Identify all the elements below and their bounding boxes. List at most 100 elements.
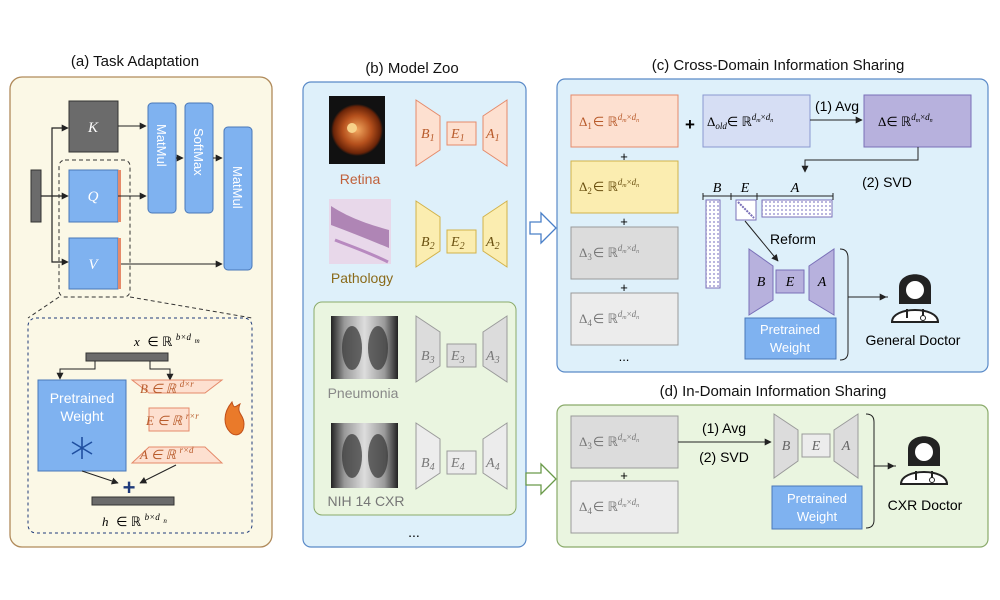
svg-text:B2: B2 (421, 235, 435, 252)
in-domain-lora-module: B E A (773, 413, 859, 479)
retina-lora-module: B1 E1 A1 (415, 99, 508, 167)
h-output-bar (91, 496, 175, 506)
pretrained-weight-line2: Weight (60, 408, 103, 424)
delta-avg-label: Δ∈ ℝdm×dn (878, 112, 933, 129)
key-label: K (87, 120, 99, 136)
svg-text:B: B (757, 275, 766, 290)
pathology-label: Pathology (331, 270, 393, 286)
svg-text:E4: E4 (450, 456, 465, 473)
x-input-bar (85, 352, 169, 362)
in-avg-label: (1) Avg (702, 420, 746, 436)
svd-a-label: A (790, 181, 800, 196)
matmul-2-block (223, 126, 253, 271)
query-label: Q (88, 189, 99, 205)
svg-text:Pretrained: Pretrained (787, 491, 847, 506)
matrix-e-label: E ∈ ℝ r×r (145, 411, 199, 428)
arrow-to-cross-domain (529, 211, 557, 245)
panel-task-adaptation: (a) Task Adaptation K Q V MatMul SoftMax (9, 53, 273, 548)
cxr-doctor-label: CXR Doctor (888, 497, 963, 513)
general-doctor-icon (890, 274, 940, 323)
panel-b-title: (b) Model Zoo (365, 60, 458, 77)
svg-text:A: A (841, 439, 851, 454)
pneumonia-lora-module: B3 E3 A3 (415, 315, 508, 383)
matrix-a-shape (130, 446, 224, 464)
general-doctor-label: General Doctor (866, 332, 961, 348)
svd-b-matrix (705, 199, 721, 289)
reform-label: Reform (770, 231, 816, 247)
svg-text:E2: E2 (450, 235, 465, 252)
key-projection (68, 100, 119, 153)
lora-highlight-box (58, 159, 131, 298)
value-projection (68, 237, 119, 290)
matrix-a-label: A ∈ ℝ r×d (139, 445, 194, 462)
svg-text:+: + (620, 214, 628, 229)
svd-step-label: (2) SVD (862, 174, 912, 190)
delta-3-label: Δ3∈ ℝdm×dn (579, 243, 639, 262)
delta-2-label: Δ2∈ ℝdm×dn (579, 177, 639, 196)
snowflake-icon (71, 437, 93, 459)
in-delta-4-label: Δ4∈ ℝdm×dn (579, 497, 639, 516)
delta-2-box (570, 160, 679, 214)
value-label: V (88, 257, 99, 273)
delta-ellipsis: ... (619, 349, 630, 364)
svd-arrow (801, 147, 919, 173)
svg-text:Weight: Weight (770, 340, 811, 355)
svd-e-label: E (740, 181, 750, 196)
delta-4-box (570, 292, 679, 346)
svg-text:Pretrained: Pretrained (760, 322, 820, 337)
retina-label: Retina (340, 171, 381, 187)
svg-text:A2: A2 (485, 235, 500, 252)
svg-text:E3: E3 (450, 349, 465, 366)
cxr-doctor-icon (899, 436, 949, 485)
pneumonia-label: Pneumonia (328, 385, 399, 401)
in-delta-4-box (570, 480, 679, 534)
svg-text:E: E (785, 275, 795, 290)
svg-text:A1: A1 (485, 127, 500, 144)
svg-text:A3: A3 (485, 349, 500, 366)
panel-cross-domain: (c) Cross-Domain Information Sharing Δ1∈… (556, 57, 989, 373)
svg-text:B1: B1 (421, 127, 435, 144)
svg-text:E: E (811, 439, 821, 454)
x-input-label: x ∈ ℝ b×d m (133, 328, 200, 349)
matmul-2-label: MatMul (230, 166, 245, 209)
pretrained-weight-line1: Pretrained (50, 390, 115, 406)
merged-lora-module: B E A (748, 248, 835, 316)
svg-text:Weight: Weight (797, 509, 838, 524)
sum-plus-icon: + (123, 475, 136, 500)
svg-text:+: + (620, 468, 628, 483)
avg-step-label: (1) Avg (815, 98, 859, 114)
in-pretrained-weight (771, 485, 863, 530)
in-delta-3-box (570, 415, 679, 469)
lora-detail-box (27, 317, 253, 534)
panel-a-title: (a) Task Adaptation (71, 53, 199, 70)
softmax-label: SoftMax (191, 128, 206, 176)
svg-text:A: A (817, 275, 827, 290)
svg-text:B: B (782, 439, 791, 454)
arrow-to-in-domain (525, 462, 557, 496)
svd-b-label: B (713, 181, 722, 196)
model-zoo-ellipsis: ... (408, 524, 420, 540)
panel-in-domain: (d) In-Domain Information Sharing Δ3∈ ℝd… (556, 383, 989, 548)
delta-1-box (570, 94, 679, 148)
matrix-b-shape (130, 379, 224, 394)
delta-old-label: Δold∈ ℝdm×dn (707, 112, 773, 131)
pathology-lora-module: B2 E2 A2 (415, 200, 508, 268)
delta-old-box (702, 94, 811, 148)
svg-text:+: + (620, 149, 628, 164)
svg-text:B3: B3 (421, 349, 435, 366)
panel-c-title: (c) Cross-Domain Information Sharing (652, 57, 905, 74)
svd-a-matrix (761, 199, 833, 218)
panel-d-title: (d) In-Domain Information Sharing (660, 383, 887, 400)
svg-text:E1: E1 (450, 127, 465, 144)
svg-text:+: + (620, 280, 628, 295)
matrix-b-label: B ∈ ℝ d×r (140, 379, 194, 396)
matrix-e-shape (148, 407, 190, 432)
nih-cxr-lora-module: B4 E4 A4 (415, 422, 508, 490)
delta-old-plus: + (685, 115, 695, 134)
matmul-1-label: MatMul (154, 124, 169, 167)
delta-1-label: Δ1∈ ℝdm×dn (579, 112, 639, 131)
nih-cxr-label: NIH 14 CXR (327, 493, 404, 509)
h-output-label: h ∈ ℝ b×d n (102, 508, 167, 529)
cross-pretrained-weight (744, 317, 837, 360)
svg-text:A4: A4 (485, 456, 500, 473)
